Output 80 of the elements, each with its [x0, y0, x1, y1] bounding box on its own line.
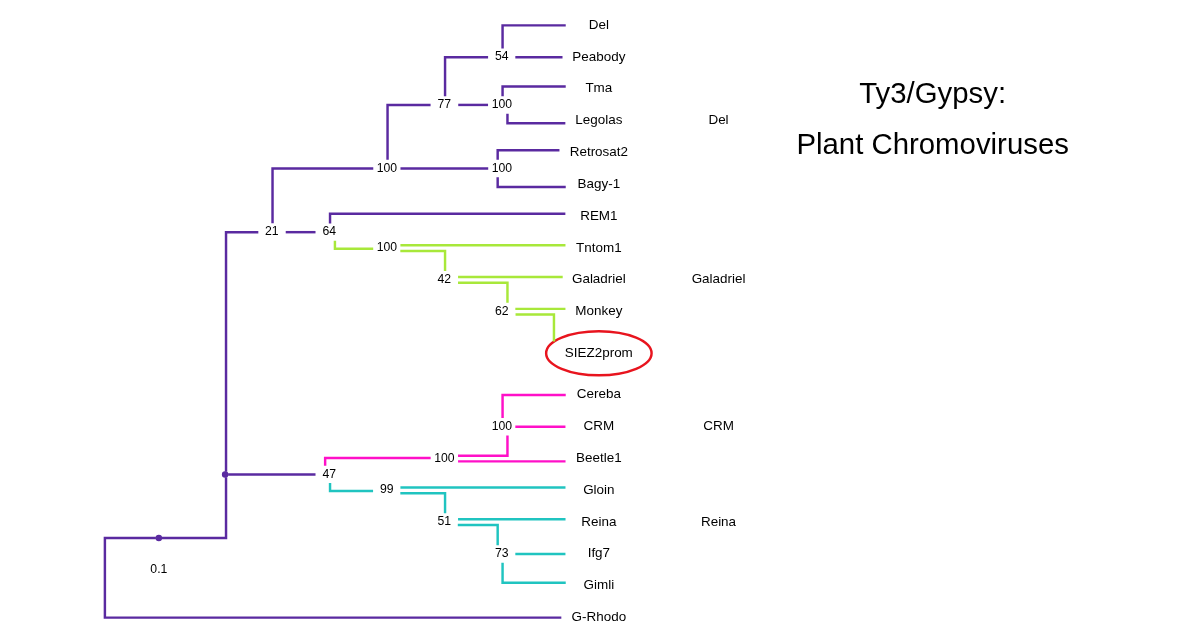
connector: [227, 473, 315, 476]
node-text: 77: [437, 96, 451, 111]
node-text: CRM: [583, 418, 614, 434]
node-text: Legolas: [574, 112, 622, 128]
node-text: Tntom1: [575, 239, 622, 255]
connector: [399, 492, 446, 514]
node-text: REM1: [579, 207, 618, 223]
connector: [457, 518, 566, 521]
node-text: 100: [433, 450, 455, 465]
connector: [399, 167, 488, 170]
node-point: [221, 471, 228, 478]
node-text: Cereba: [576, 386, 621, 402]
connector: [224, 230, 258, 472]
connector: [505, 113, 565, 125]
node-text: Gimli: [583, 577, 614, 593]
connector: [457, 460, 566, 463]
label: 0.1: [149, 561, 167, 576]
node-text: 73: [494, 546, 509, 561]
node-text: Monkey: [574, 303, 622, 319]
connector: [323, 456, 431, 466]
connector: [457, 523, 499, 546]
label: Reina: [700, 513, 736, 529]
node-text: 21: [264, 224, 279, 239]
connector: [514, 307, 565, 311]
connector: [399, 244, 565, 247]
node-text: 100: [491, 96, 512, 111]
connector: [495, 177, 566, 189]
connector: [457, 103, 488, 107]
node-text: 99: [379, 482, 394, 497]
node-text: 64: [322, 224, 336, 239]
connector: [495, 148, 559, 160]
node-ellipse: SIEZ2prom: [544, 330, 653, 377]
node-text: Bagy-1: [577, 175, 620, 191]
connector: [385, 103, 431, 160]
connector: [328, 483, 373, 493]
connector: [328, 212, 565, 224]
node-text: 100: [376, 240, 397, 255]
node-text: 42: [437, 271, 451, 286]
connector: [161, 477, 227, 540]
connector: [399, 486, 565, 489]
connector: [500, 24, 566, 49]
connector: [515, 313, 555, 342]
node-text: 51: [437, 514, 451, 529]
node-text: Gloin: [582, 481, 615, 497]
connector: [399, 249, 446, 272]
connector: [514, 55, 562, 59]
node-point: [155, 534, 162, 542]
connector: [500, 85, 566, 97]
node-text: Galadriel: [571, 271, 626, 287]
node-text: Ifg7: [587, 545, 610, 561]
label: Del: [707, 112, 729, 128]
connector: [500, 562, 566, 584]
node-text: Retrosat2: [569, 144, 628, 160]
node-text: 54: [494, 49, 509, 64]
label: CRM: [702, 418, 734, 434]
node-text: Tma: [584, 80, 612, 96]
node-text: 62: [494, 303, 509, 318]
node-text: G-Rhodo: [571, 609, 626, 625]
connector: [514, 552, 565, 556]
connector: [457, 275, 563, 279]
connector: [457, 435, 509, 457]
label: Galadriel: [691, 271, 745, 287]
connector: [285, 230, 315, 234]
connector: [103, 536, 561, 619]
connector: [500, 393, 566, 419]
connector: [514, 425, 565, 428]
node-text: 47: [322, 466, 336, 481]
node-text: 100: [376, 160, 397, 175]
connector: [457, 281, 509, 303]
label: Plant Chromoviruses: [795, 127, 1069, 161]
node-text: Reina: [580, 513, 616, 529]
node-text: Beetle1: [575, 449, 622, 465]
node-text: Del: [588, 16, 609, 32]
node-text: 100: [491, 418, 512, 433]
connector: [333, 240, 373, 250]
connector: [443, 55, 488, 97]
node-text: 100: [491, 160, 512, 175]
node-text: Peabody: [571, 48, 625, 64]
connector: [270, 167, 373, 224]
label: Ty3/Gypsy:: [858, 75, 1006, 109]
